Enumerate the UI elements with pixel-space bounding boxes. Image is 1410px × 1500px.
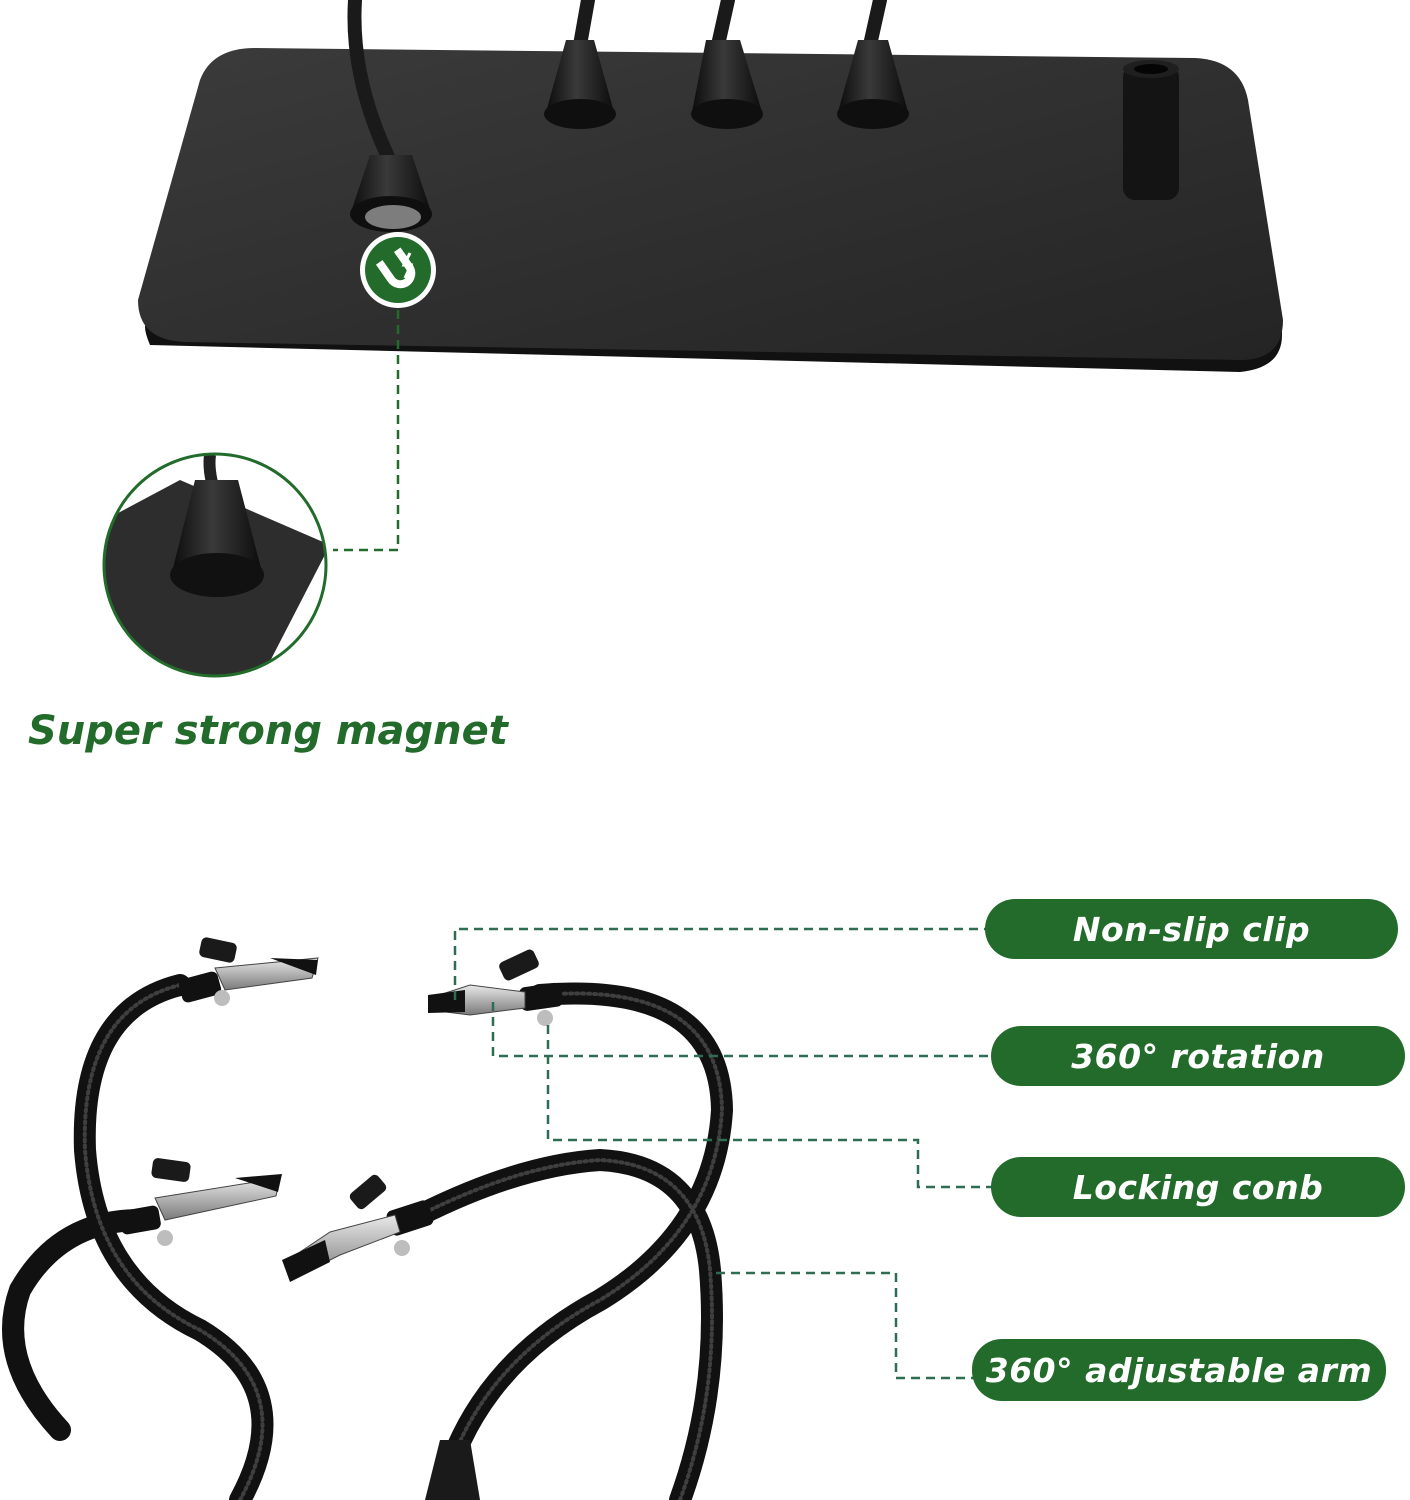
leader-adjustable-arm: [716, 1271, 974, 1380]
magnet-caption: Super strong magnet: [28, 708, 508, 754]
label-locking-conb-text: Locking conb: [1072, 1167, 1324, 1207]
leader-non-slip-clip: [453, 927, 990, 1000]
alligator-clip-2: [428, 949, 563, 1026]
alligator-clip-4: [282, 1174, 434, 1282]
label-locking-conb: Locking conb: [991, 1157, 1405, 1217]
label-adjustable-arm: 360° adjustable arm: [972, 1339, 1386, 1401]
magnet-leader-line: [333, 310, 400, 552]
label-non-slip-clip: Non-slip clip: [985, 899, 1398, 959]
arm-cones: [350, 40, 909, 232]
leader-locking-conb: [546, 1025, 993, 1189]
flexible-arms-highlight: [82, 983, 725, 1500]
base-arms: [347, 0, 887, 172]
label-non-slip-clip-text: Non-slip clip: [1072, 909, 1311, 949]
label-adjustable-arm-text: 360° adjustable arm: [985, 1350, 1373, 1390]
holder-tube: [1123, 60, 1179, 200]
magnet-badge: [360, 232, 436, 308]
label-360-rotation-text: 360° rotation: [1071, 1036, 1325, 1076]
alligator-clip-1: [178, 937, 319, 1006]
alligator-clip-3: [119, 1158, 282, 1246]
leader-360-rotation: [491, 1002, 993, 1058]
label-360-rotation: 360° rotation: [991, 1026, 1405, 1086]
arm-base-cone: [425, 1440, 480, 1500]
feature-leader-lines: [453, 927, 993, 1380]
magnet-zoom-circle: [102, 452, 328, 678]
